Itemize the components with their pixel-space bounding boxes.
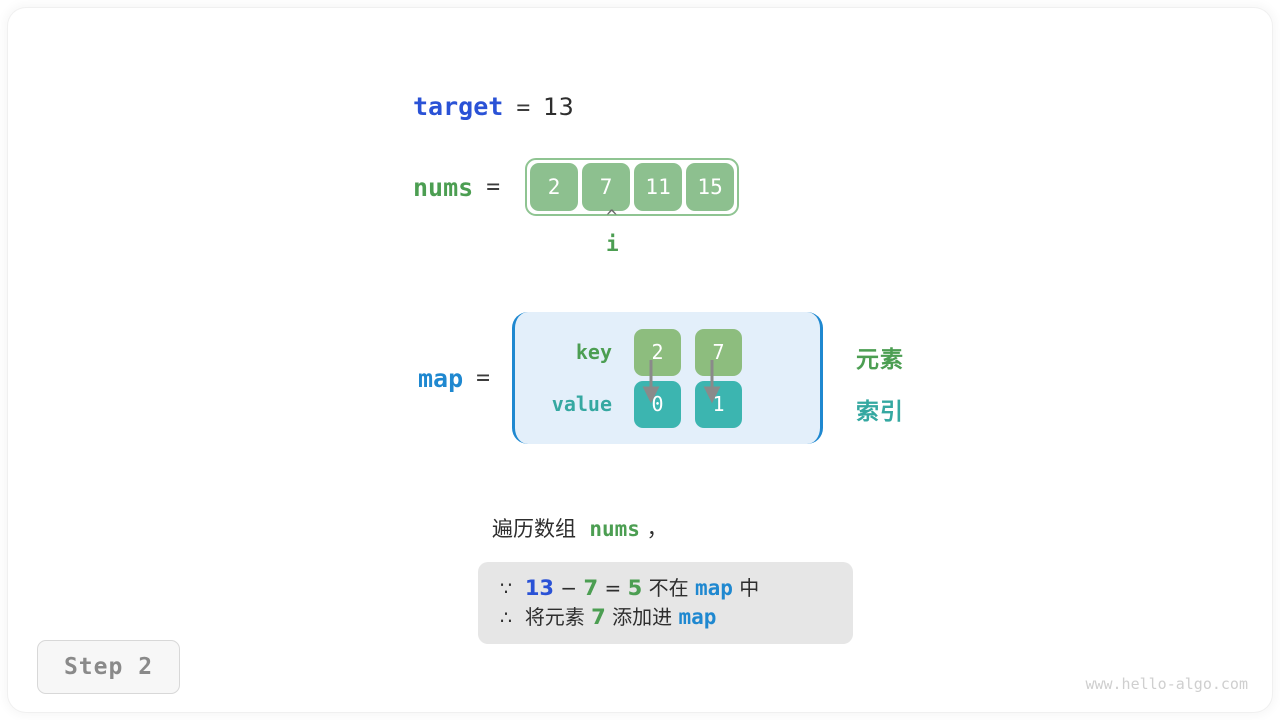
- map-key-row: key 2 7: [548, 326, 820, 378]
- description-variable-nums: nums: [589, 517, 640, 541]
- map-value-cell: 1: [695, 380, 743, 428]
- because-symbol-icon: ∵: [500, 578, 513, 601]
- description-prefix: 遍历数组: [492, 517, 576, 541]
- nums-array: 2 7 11 15: [525, 158, 740, 216]
- info-line1-mid-text: 不在: [648, 576, 689, 601]
- array-cell: 7: [582, 163, 631, 211]
- map-variable-label: map: [418, 363, 464, 393]
- nums-equals-sign: =: [486, 174, 501, 200]
- step-badge: Step 2: [37, 640, 180, 694]
- target-equals-sign: =: [516, 95, 531, 121]
- map-grid: key 2 7 value 0 1: [515, 326, 820, 430]
- watermark: www.hello-algo.com: [1085, 675, 1248, 693]
- info-box: ∵ 13 − 7 = 5 不在 map 中 ∴ 将元素 7: [478, 562, 853, 644]
- array-cell: 2: [530, 163, 579, 211]
- therefore-symbol-icon: ∴: [500, 606, 513, 629]
- array-cell: 11: [634, 163, 683, 211]
- info-value-target: 13: [524, 576, 555, 601]
- target-variable-label: target: [413, 92, 504, 121]
- info-minus-operator: −: [560, 576, 578, 601]
- info-line2-mid-text: 添加进: [612, 604, 673, 629]
- side-label-element: 元素: [856, 347, 904, 373]
- map-key-label: key: [575, 340, 613, 364]
- map-value-label: value: [551, 392, 613, 416]
- map-container: key 2 7 value 0 1: [512, 312, 824, 444]
- description-line: 遍历数组 nums ，: [492, 513, 668, 543]
- info-line-1: ∵ 13 − 7 = 5 不在 map 中: [500, 577, 831, 600]
- info-line-2: ∴ 将元素 7 添加进 map: [500, 604, 831, 629]
- info-line1-tail-text: 中: [739, 576, 760, 601]
- nums-row: nums = 2 7 11 15: [413, 158, 740, 216]
- map-key-cell: 2: [634, 328, 682, 376]
- map-equals-sign: =: [476, 365, 491, 391]
- pointer-caret-icon: ^: [606, 206, 618, 228]
- map-value-row: value 0 1: [548, 378, 820, 430]
- info-line1-map-token: map: [694, 576, 733, 601]
- info-line2-value: 7: [591, 604, 606, 629]
- map-row: map = key 2 7 value 0 1: [418, 312, 824, 444]
- pointer-label-i: i: [606, 232, 619, 256]
- target-value: 13: [543, 93, 574, 121]
- map-key-cell: 7: [695, 328, 743, 376]
- info-equals-operator: =: [604, 576, 622, 601]
- map-value-cell: 0: [634, 380, 682, 428]
- info-line2-map-token: map: [678, 604, 717, 629]
- info-value-complement: 5: [627, 576, 643, 601]
- target-row: target = 13: [413, 92, 574, 121]
- info-line2-lead-text: 将元素: [524, 604, 585, 629]
- array-cell: 15: [686, 163, 735, 211]
- nums-variable-label: nums: [413, 172, 474, 202]
- side-label-index: 索引: [856, 399, 904, 425]
- info-value-current: 7: [583, 576, 599, 601]
- description-suffix: ，: [646, 517, 668, 541]
